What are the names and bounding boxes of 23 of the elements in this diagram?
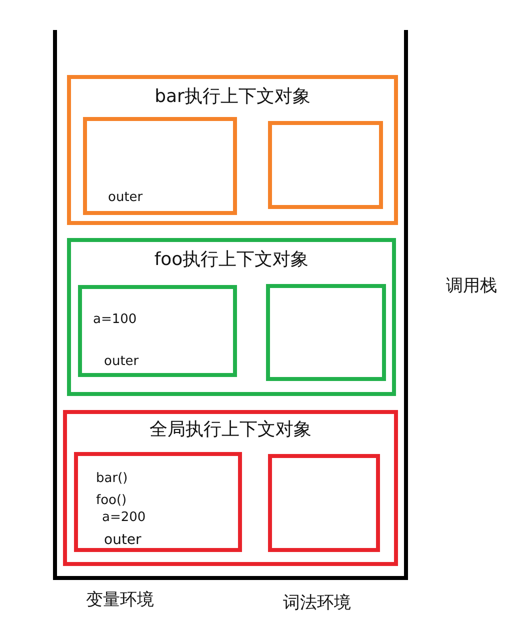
- call-stack-container: [53, 30, 408, 580]
- column-label: 变量环境: [86, 591, 154, 611]
- environment-box: [83, 117, 237, 215]
- variable-text: a=200: [102, 511, 146, 526]
- variable-text: outer: [104, 532, 142, 548]
- variable-text: outer: [108, 191, 143, 206]
- context-box: [67, 75, 398, 225]
- environment-box: [78, 285, 237, 377]
- environment-box: [74, 452, 242, 552]
- context-box: [67, 238, 396, 396]
- variable-text: foo(): [96, 494, 127, 509]
- stack-label: 调用栈: [446, 277, 497, 297]
- context-box: [63, 410, 398, 566]
- variable-text: a=100: [93, 313, 137, 328]
- column-label: 词法环境: [283, 594, 351, 614]
- variable-text: outer: [104, 355, 139, 370]
- variable-text: bar(): [96, 472, 128, 487]
- environment-box: [266, 284, 386, 381]
- environment-box: [268, 121, 383, 209]
- context-title: bar执行上下文对象: [154, 87, 312, 108]
- context-title: foo执行上下文对象: [153, 250, 310, 271]
- context-title: 全局执行上下文对象: [148, 420, 312, 441]
- environment-box: [268, 454, 380, 552]
